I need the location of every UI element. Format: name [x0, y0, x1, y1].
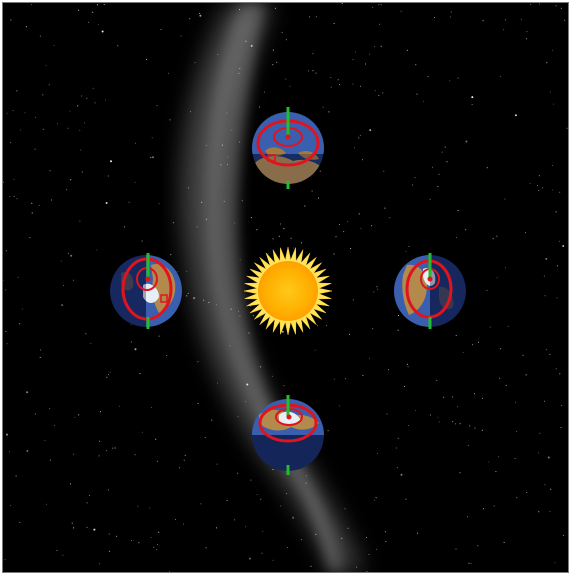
sun: [243, 246, 333, 336]
space-scene: [3, 3, 568, 572]
earth-bottom: [252, 395, 324, 475]
star-field: [3, 3, 568, 572]
